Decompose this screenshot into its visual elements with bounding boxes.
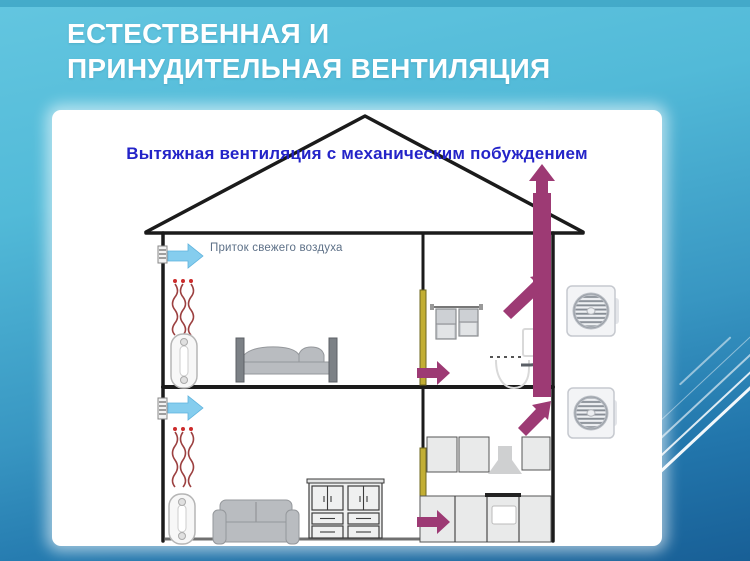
fresh-air-arrow-upper bbox=[167, 243, 204, 269]
slide-title-line2: ПРИНУДИТЕЛЬНАЯ ВЕНТИЛЯЦИЯ bbox=[67, 53, 551, 85]
dresser bbox=[306, 478, 385, 539]
wall-cabinet bbox=[426, 436, 458, 473]
wall-cabinet bbox=[458, 436, 490, 473]
towel-rail bbox=[430, 304, 483, 340]
house-diagram bbox=[144, 114, 619, 545]
wall-vent-lower bbox=[157, 397, 168, 420]
toilet bbox=[490, 328, 540, 390]
yellow-riser-duct-upper bbox=[419, 289, 427, 386]
bed bbox=[235, 337, 338, 383]
roof bbox=[144, 114, 585, 234]
exhaust-arrow-bathroom-icon bbox=[503, 273, 551, 319]
top-strip bbox=[0, 0, 750, 7]
sofa bbox=[212, 499, 300, 545]
range-hood bbox=[498, 446, 512, 461]
content-panel: Вытяжная вентиляция с механическим побуж… bbox=[52, 110, 662, 546]
diagram-caption: Вытяжная вентиляция с механическим побуж… bbox=[126, 144, 588, 163]
slide-title-line1: ЕСТЕСТВЕННАЯ И bbox=[67, 18, 330, 49]
exhaust-arrow-into-riser-lower-icon bbox=[417, 510, 450, 534]
radiator-upper bbox=[170, 333, 198, 389]
radiator-lower bbox=[168, 493, 196, 545]
wall-cabinet bbox=[521, 436, 551, 471]
fresh-air-label: Приток свежего воздуха bbox=[210, 242, 343, 254]
heat-waves-upper bbox=[171, 279, 195, 336]
fresh-air-arrow-lower bbox=[167, 395, 204, 421]
exhaust-arrow-up-icon bbox=[529, 164, 555, 181]
cooktop bbox=[485, 493, 521, 497]
exhaust-arrow-shaft bbox=[536, 179, 548, 195]
wall-vent-upper bbox=[157, 245, 168, 264]
heat-waves-lower bbox=[171, 427, 195, 488]
exhaust-arrow-into-riser-upper-icon bbox=[417, 361, 450, 385]
exhaust-duct bbox=[529, 164, 555, 397]
exhaust-arrow-kitchen-icon bbox=[518, 401, 551, 436]
range-hood bbox=[488, 460, 522, 474]
exhaust-fan-lower-icon bbox=[567, 387, 617, 439]
diagonal-line bbox=[654, 322, 750, 427]
oven-door bbox=[491, 505, 517, 525]
exhaust-fan-upper-icon bbox=[566, 285, 619, 337]
slide-title: ЕСТЕСТВЕННАЯ И ПРИНУДИТЕЛЬНАЯ ВЕНТИЛЯЦИЯ bbox=[67, 16, 550, 87]
